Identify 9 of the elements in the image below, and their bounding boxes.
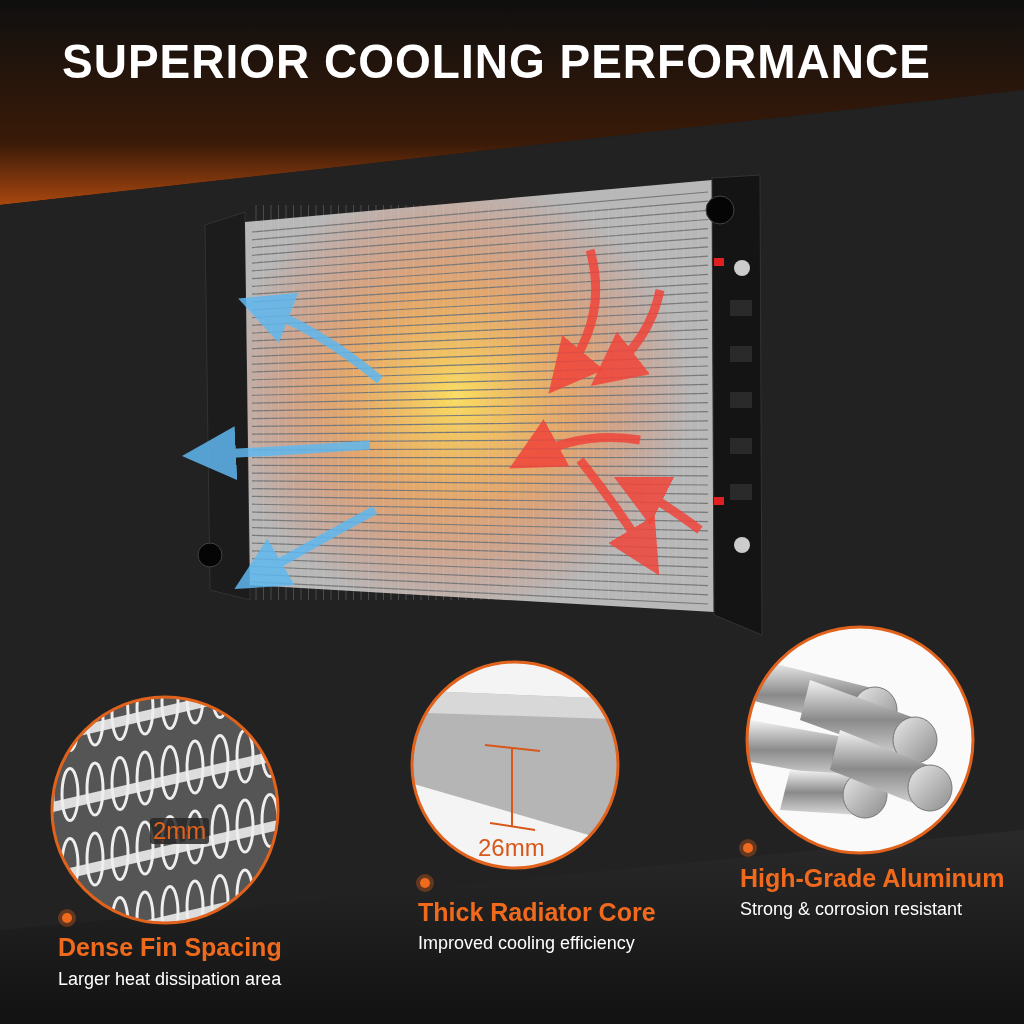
feature-heading: Thick Radiator Core: [418, 900, 656, 925]
dimension-label: 26mm: [478, 836, 545, 860]
page-title: SUPERIOR COOLING PERFORMANCE: [62, 36, 931, 86]
dimension-label: 2mm: [150, 818, 210, 844]
feature-description: Improved cooling efficiency: [418, 934, 635, 952]
feature-heading: High-Grade Aluminum: [740, 866, 1005, 891]
feature-description: Strong & corrosion resistant: [740, 900, 963, 918]
feature-heading: Dense Fin Spacing: [58, 935, 282, 960]
feature-description: Larger heat dissipation area: [58, 970, 282, 988]
